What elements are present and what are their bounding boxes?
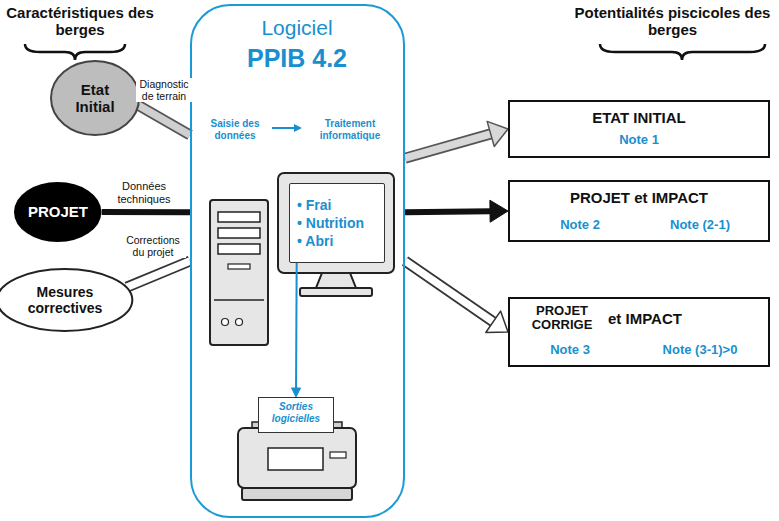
left-brace [25,44,125,60]
computer-tower [210,200,268,345]
result-box: ETAT INITIAL Note 1 [508,100,770,158]
printout-sheet: Sorties logicielles [258,397,334,433]
node-text: Logiciel [192,16,402,40]
connector [405,261,508,332]
process-arrow [272,124,302,132]
connector [102,212,190,213]
node-text: Etat Initial [64,81,126,116]
node-text: ETAT INITIAL [510,109,768,126]
connector-fill [127,261,190,287]
node-text: Sorties logicielles [261,401,331,424]
bullet-item: • Abri [297,232,384,250]
node-text: PROJET CORRIGE [522,304,602,331]
monitor-screen: • Frai• Nutrition• Abri [289,183,385,263]
node-text: Note 3 [530,343,610,358]
connector-outline [127,261,190,287]
connector [292,263,301,397]
arrowhead [490,200,508,222]
node-text: Mesures correctives [17,284,113,316]
connector-outline [405,261,494,322]
node-text: PROJET [28,203,88,220]
arrowhead [486,311,508,332]
connector-outline [139,106,190,135]
connector [405,200,508,222]
result-box: PROJET CORRIGE et IMPACT Note 3 Note (3-1)>… [508,297,770,367]
connector-outline [405,134,492,159]
connector-fill [139,106,190,135]
bullet-item: • Nutrition [297,214,384,232]
connector [405,121,508,158]
node-text: PROJET et IMPACT [510,189,768,206]
measures-ellipse [0,269,133,331]
node-text: Note 2 [540,218,620,233]
connector-line [295,263,298,389]
software-panel: LogicielPPIB 4.2• Frai• Nutrition• AbriS… [190,4,405,518]
connector-line [102,209,190,215]
connector-fill [405,261,494,322]
connector [127,261,190,287]
measures-ellipse: Mesures correctives [0,268,134,332]
node-text: Note (3-1)>0 [640,343,760,358]
arrowhead [487,121,508,146]
column-heading: Caractéristiques des berges [5,4,155,39]
printer [238,422,356,500]
edge-label: Corrections du projet [120,234,186,258]
node-text: et IMPACT [608,310,738,327]
right-brace [600,44,765,60]
state-circle [51,61,139,135]
connector-line [405,208,491,215]
bullet-item: • Frai [297,196,384,214]
project-ellipse [15,183,100,241]
result-box: PROJET et IMPACT Note 2 Note (2-1) [508,180,770,242]
computer-monitor [278,173,394,296]
node-text: Note 1 [510,133,768,148]
state-circle: Etat Initial [50,60,140,136]
connector-fill [405,134,492,159]
step-label: Saisie des données [200,118,270,141]
node-text: Note (2-1) [650,218,750,233]
step-label: Traitement informatique [304,118,396,141]
column-heading: Potentialités piscicoles des berges [570,4,775,39]
edge-label: Diagnostic de terrain [136,78,192,102]
node-text: PPIB 4.2 [192,44,402,73]
arrowhead [292,388,301,397]
connector [139,106,190,135]
project-ellipse: PROJET [14,182,101,242]
edge-label: Données techniques [104,180,184,205]
